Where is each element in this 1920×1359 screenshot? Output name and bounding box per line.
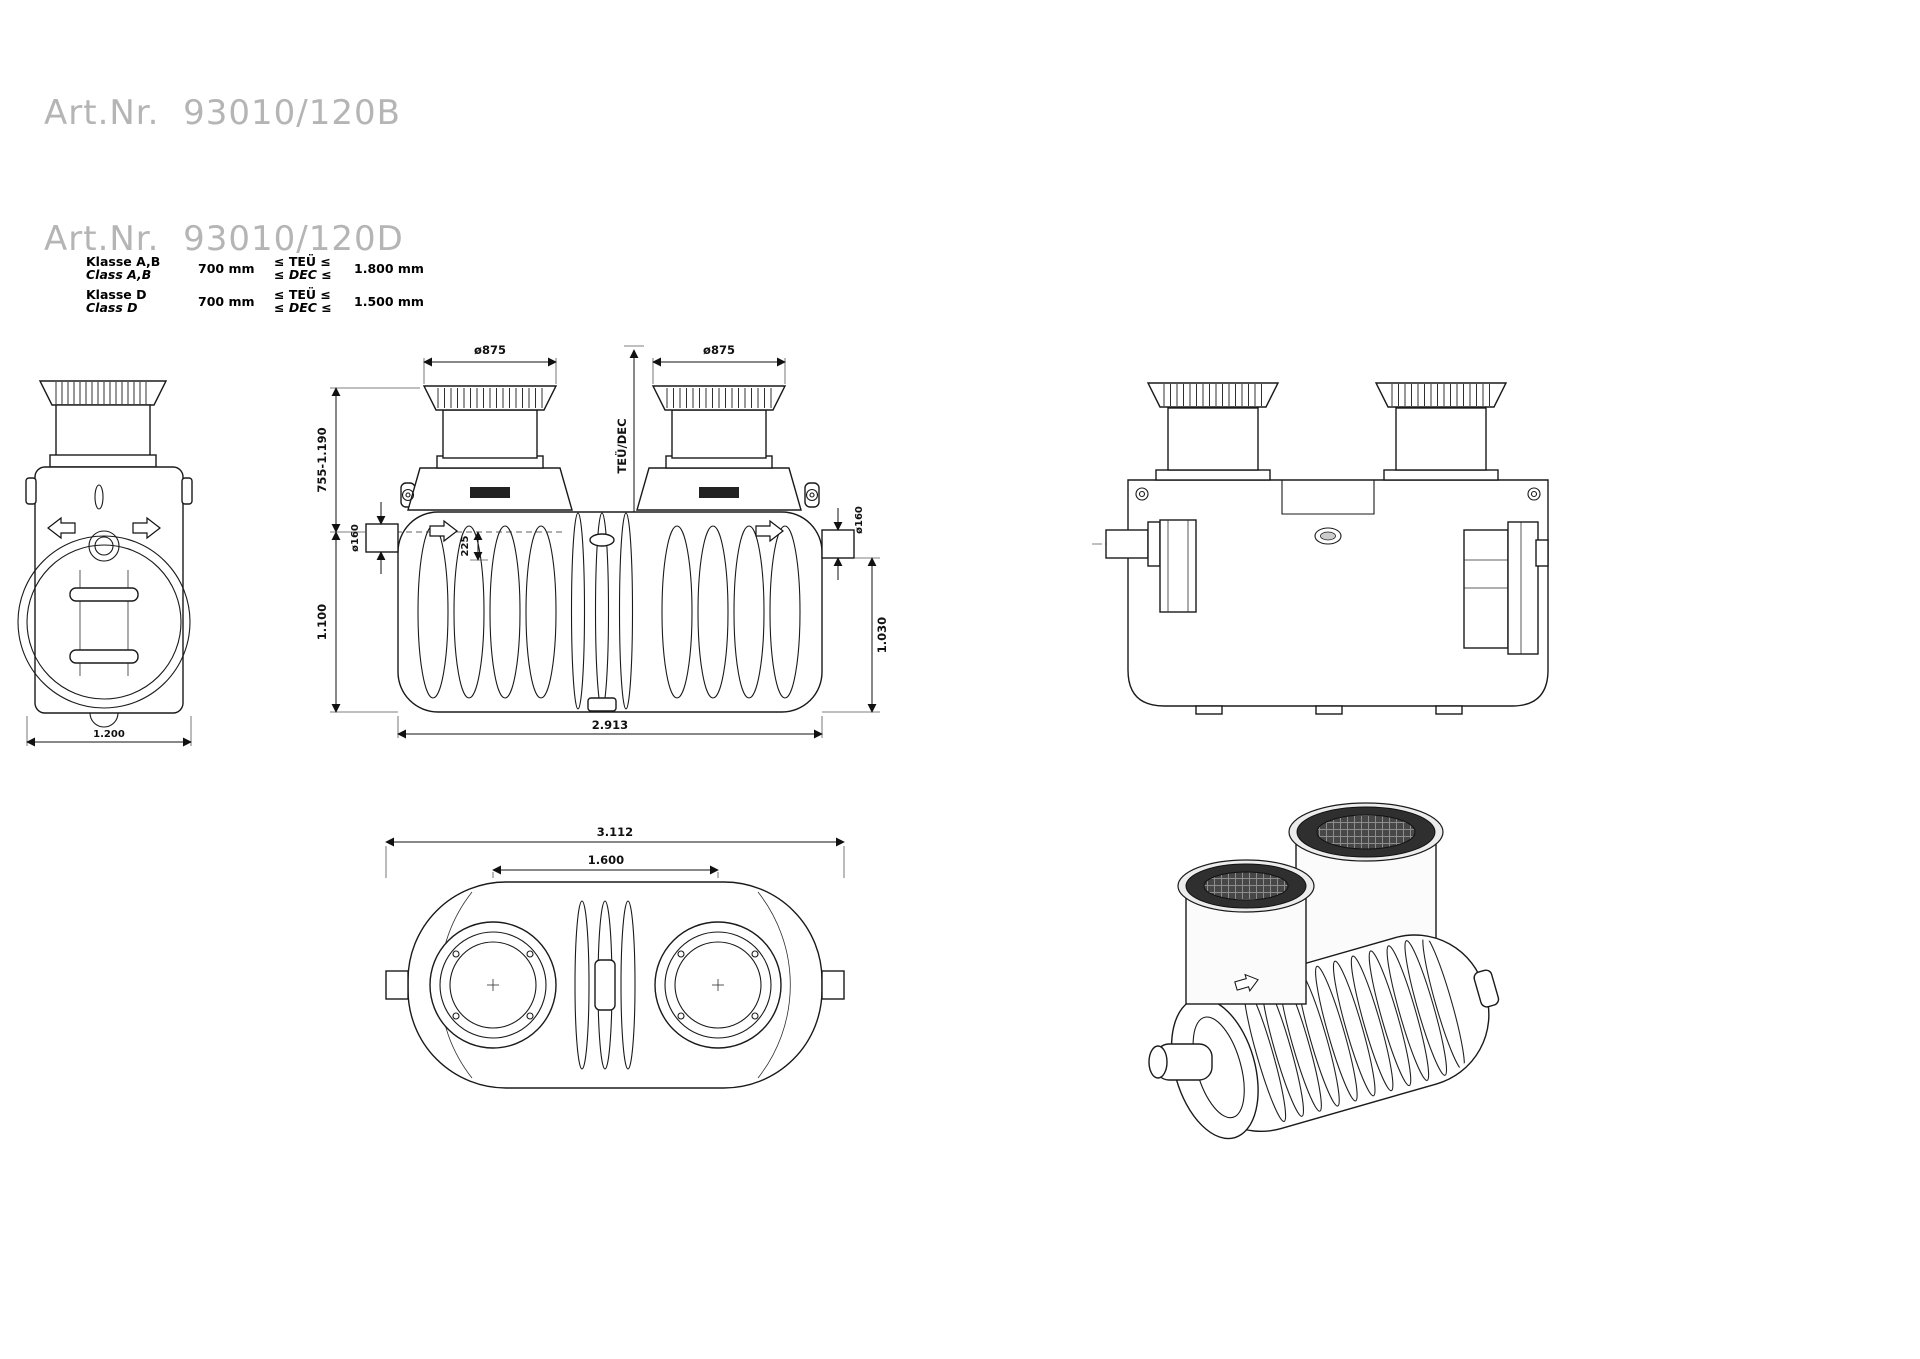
dim-dome1-diameter: ø875: [474, 343, 506, 357]
article-numbers: Art.Nr. 93010/120B Art.Nr. 93010/120D: [44, 8, 404, 302]
riser2-cover: [1374, 382, 1508, 408]
outlet-pipe: [821, 529, 855, 559]
brand-plate-1: [470, 487, 510, 498]
dim-overall-width: 1.200: [93, 729, 125, 740]
dim-inlet-depth: 1.100: [315, 604, 329, 640]
iso-front-cover-grate: [1203, 871, 1289, 901]
center-handle: [589, 533, 615, 547]
tank-body-section: [1127, 479, 1549, 707]
ladder-rung-top: [69, 587, 139, 602]
ear-tab-right: [804, 482, 820, 508]
center-foot: [587, 697, 617, 712]
cover-fins: [55, 382, 147, 404]
inlet-pipe: [365, 523, 399, 553]
end-view: 1.200: [17, 380, 193, 747]
iso-rear-cover-grate: [1316, 814, 1416, 850]
dim-invert-drop: 225: [460, 536, 471, 557]
bellows-connector: [594, 959, 616, 1011]
manhole-2: [654, 921, 782, 1049]
dim-dome-spacing: 1.600: [588, 853, 624, 867]
outlet-stub-plan: [821, 970, 845, 1000]
top-tray: [1281, 480, 1375, 515]
riser1-cover-fins: [1163, 384, 1262, 406]
class-row2-min: 700 mm: [198, 293, 255, 309]
sump-bump: [89, 712, 119, 728]
riser2-shaft: [1395, 407, 1487, 471]
inlet-dip-pipe: [1159, 519, 1197, 613]
class-row2-max: 1.500 mm: [354, 293, 424, 309]
iso-inlet-mouth: [1148, 1045, 1168, 1079]
dome2-riser: [671, 409, 767, 459]
isometric-view: [1148, 802, 1500, 1140]
riser2-cover-fins: [1391, 384, 1490, 406]
inlet-flange: [1147, 521, 1161, 567]
foot-2: [1315, 705, 1343, 715]
plan-view: 3.112 1.600: [385, 825, 845, 1089]
article-number-2: Art.Nr. 93010/120D: [44, 219, 404, 259]
dome1-riser: [442, 409, 538, 459]
front-elevation-view: ø875 ø875 755-1.190 1.100 ø160 225 TEÜ/D…: [315, 343, 889, 739]
brand-plate-2: [699, 487, 739, 498]
class-row1-label: Klasse A,B Class A,B: [86, 254, 161, 282]
riser2-rim: [1383, 469, 1499, 481]
foot-3: [1435, 705, 1463, 715]
iso-outlet-stub: [1473, 969, 1500, 1008]
vent-slot: [94, 484, 104, 510]
cover-class-table: Klasse A,B Class A,B 700 mm ≤ TEÜ ≤ ≤ DE…: [86, 255, 454, 314]
tank-body-front: [397, 511, 823, 713]
inlet-stub: [1105, 529, 1149, 559]
manhole-circle-inner: [26, 544, 182, 700]
riser1-cover: [1146, 382, 1280, 408]
lifting-lug-right: [181, 477, 193, 505]
ladder-rung-bottom: [69, 649, 139, 664]
side-section-view: [1092, 382, 1549, 715]
class-row1-max: 1.800 mm: [354, 260, 424, 276]
cover-fin-outline: [38, 380, 168, 406]
dim-dome2-diameter: ø875: [703, 343, 735, 357]
manhole-1: [429, 921, 557, 1049]
dim-inlet-diameter: ø160: [350, 524, 361, 552]
dim-tank-length: 2.913: [592, 718, 628, 732]
dim-cover-height-range: 755-1.190: [315, 427, 329, 492]
dim-overall-length: 3.112: [597, 825, 633, 839]
class-row1-relation: ≤ TEÜ ≤ ≤ DEC ≤: [274, 254, 332, 282]
foot-1: [1195, 705, 1223, 715]
riser1-rim: [1155, 469, 1271, 481]
lifting-lug-left: [25, 477, 37, 505]
class-row1-min: 700 mm: [198, 260, 255, 276]
dim-cover-level-label: TEÜ/DEC: [614, 418, 629, 473]
tray-handle: [1314, 527, 1342, 545]
outlet-unit: [1463, 529, 1509, 649]
outlet-baffle-plate: [1507, 521, 1539, 655]
dim-outlet-depth: 1.030: [875, 617, 889, 653]
dome2-cover-fins: [666, 388, 772, 408]
class-row2-relation: ≤ TEÜ ≤ ≤ DEC ≤: [274, 287, 332, 315]
tank-ribs-front: [417, 512, 801, 710]
riser-rim: [49, 454, 157, 468]
riser-shaft: [55, 404, 151, 458]
article-number-1: Art.Nr. 93010/120B: [44, 93, 401, 133]
end-arc-right: [757, 891, 791, 1079]
dim-outlet-diameter: ø160: [854, 506, 865, 534]
inlet-stub-plan: [385, 970, 409, 1000]
manhole-circle-outer: [17, 535, 191, 709]
dome1-cover-fins: [437, 388, 543, 408]
outlet-stub: [1535, 539, 1549, 567]
class-row2-label: Klasse D Class D: [86, 287, 147, 315]
riser1-shaft: [1167, 407, 1259, 471]
